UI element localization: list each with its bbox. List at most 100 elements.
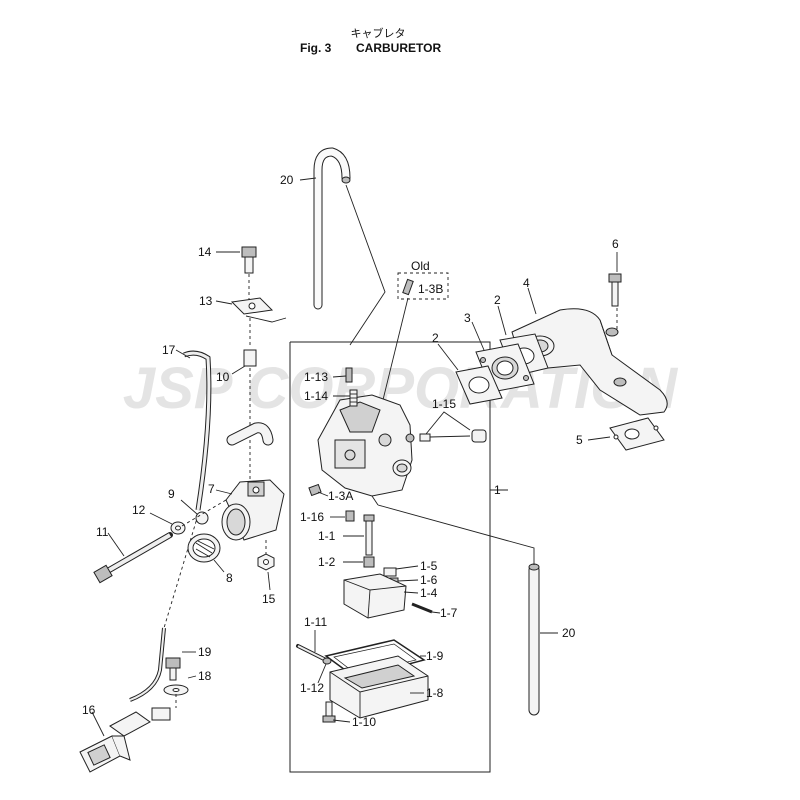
label-2-right: 2 <box>494 293 501 307</box>
screw-1-13 <box>345 367 353 383</box>
leader-7 <box>215 489 233 495</box>
hose-20-top <box>313 147 351 310</box>
leader-1-13 <box>332 375 347 378</box>
collar-10 <box>243 349 257 367</box>
assembly-box-outline <box>289 341 491 773</box>
label-1-1: 1-1 <box>318 529 336 543</box>
label-6: 6 <box>612 237 619 251</box>
leader-15 <box>267 571 271 591</box>
needle-valve-1-5 <box>383 567 397 577</box>
label-1-13: 1-13 <box>304 370 328 384</box>
leader-1-12 <box>317 663 327 684</box>
label-1-8: 1-8 <box>426 686 444 700</box>
label-14: 14 <box>198 245 212 259</box>
collar-9 <box>195 511 209 525</box>
label-9: 9 <box>168 487 175 501</box>
figure-title: CARBURETOR <box>356 41 441 55</box>
float-chamber-1-8 <box>329 655 429 719</box>
label-4: 4 <box>523 276 530 290</box>
hose-20-right <box>528 563 540 716</box>
leader-1-6 <box>397 579 419 582</box>
leader-10 <box>231 365 246 375</box>
pin-1-7 <box>411 602 433 614</box>
leader-11 <box>107 532 125 557</box>
leader-5 <box>587 436 611 441</box>
label-3: 3 <box>464 311 471 325</box>
throttle-lever-16 <box>79 707 171 773</box>
label-16: 16 <box>82 703 96 717</box>
float-1-4 <box>343 573 407 619</box>
jet-1-2 <box>363 556 375 568</box>
screw-1-3b <box>402 278 414 296</box>
label-17: 17 <box>162 343 176 357</box>
throttle-cable-bracket-line <box>245 315 287 323</box>
label-1-3a: 1-3A <box>328 489 353 503</box>
throttle-cable-path <box>163 514 199 629</box>
label-1-2: 1-2 <box>318 555 336 569</box>
leader-8 <box>213 559 225 573</box>
washer-1-12 <box>322 657 332 665</box>
nozzle-1-1 <box>363 514 375 556</box>
label-1-15: 1-15 <box>432 397 456 411</box>
leader-20-top <box>299 177 317 181</box>
gasket-2-left <box>455 365 503 405</box>
leader-2-right <box>497 305 507 336</box>
label-5: 5 <box>576 433 583 447</box>
label-13: 13 <box>199 294 213 308</box>
leader-1-15 <box>425 411 471 435</box>
leader-3 <box>471 321 485 351</box>
label-1-14: 1-14 <box>304 389 328 403</box>
leader-2-left <box>437 343 459 371</box>
leader-1-3b <box>379 297 409 413</box>
screw-1-3a <box>308 483 322 497</box>
label-15: 15 <box>262 592 276 606</box>
label-old: Old <box>411 259 430 273</box>
label-1-7: 1-7 <box>440 606 458 620</box>
label-1-6: 1-6 <box>420 573 438 587</box>
label-1-4: 1-4 <box>420 586 438 600</box>
throttle-cable-lower <box>129 627 166 702</box>
bolt-11-axis <box>181 499 227 527</box>
gasket-5 <box>609 417 665 451</box>
leader-4 <box>527 287 537 315</box>
nut-15 <box>257 553 275 571</box>
bracket-13 <box>230 297 274 315</box>
plug-1-16 <box>345 510 355 522</box>
label-19: 19 <box>198 645 212 659</box>
bolt-14 <box>241 246 257 274</box>
leader-17 <box>175 349 191 359</box>
figure-number: Fig. 3 <box>300 41 332 55</box>
label-20-right: 20 <box>562 626 576 640</box>
hose-20-routing-line <box>345 184 386 346</box>
bolt-6 <box>608 273 622 307</box>
label-11: 11 <box>96 525 109 539</box>
spring-1-14 <box>349 389 358 407</box>
label-1-10: 1-10 <box>352 715 376 729</box>
label-18: 18 <box>198 669 212 683</box>
label-1-12: 1-12 <box>300 681 324 695</box>
label-12: 12 <box>132 503 146 517</box>
carburetor-body <box>317 394 413 506</box>
screw-set-1-15 <box>405 429 487 443</box>
bolt-19 <box>165 657 181 681</box>
label-1-16: 1-16 <box>300 510 324 524</box>
leader-1-7 <box>431 611 441 614</box>
leader-1-5 <box>395 565 419 570</box>
washer-12 <box>170 521 186 535</box>
hose-20-right-routing-line <box>377 504 535 565</box>
leader-9 <box>180 499 198 515</box>
screw-1-11 <box>296 644 328 662</box>
label-20-top: 20 <box>280 173 294 187</box>
leader-1-4 <box>403 591 419 594</box>
label-1-9: 1-9 <box>426 649 444 663</box>
washer-18 <box>163 684 189 696</box>
leader-12 <box>149 512 173 525</box>
old-part-box <box>397 272 449 300</box>
leader-18 <box>187 675 197 679</box>
leader-16 <box>91 711 105 737</box>
label-7: 7 <box>208 482 215 496</box>
leader-1-3a <box>317 491 329 497</box>
throttle-body-7 <box>221 479 285 541</box>
title-japanese: キャブレタ <box>351 26 406 40</box>
